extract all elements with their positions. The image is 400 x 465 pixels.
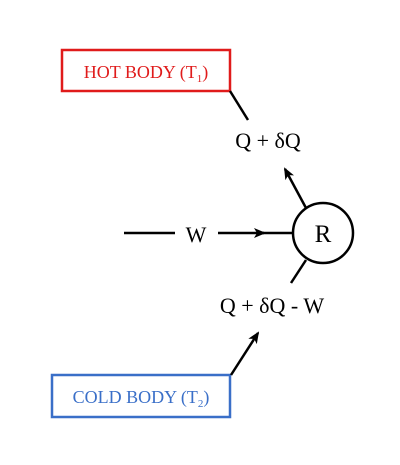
upper-heat-label: Q + δQ: [235, 128, 301, 153]
hot-body-label: HOT BODY (T1): [84, 62, 209, 85]
work-label: W: [186, 222, 207, 247]
cold-body-label: COLD BODY (T2): [73, 387, 210, 410]
heat-in-line-top: [289, 259, 308, 284]
engine-label: R: [315, 221, 332, 248]
heat-out-line-top: [228, 90, 250, 121]
cold-body-border: [50, 373, 232, 419]
heat-out-arrow: [283, 167, 308, 209]
hot-body-box: HOT BODY (T1): [60, 48, 232, 93]
hot-body-border: [60, 48, 232, 93]
cold-body-box: COLD BODY (T2): [50, 373, 232, 419]
heat-in-arrow: [229, 331, 260, 376]
lower-heat-label: Q + δQ - W: [220, 293, 324, 318]
